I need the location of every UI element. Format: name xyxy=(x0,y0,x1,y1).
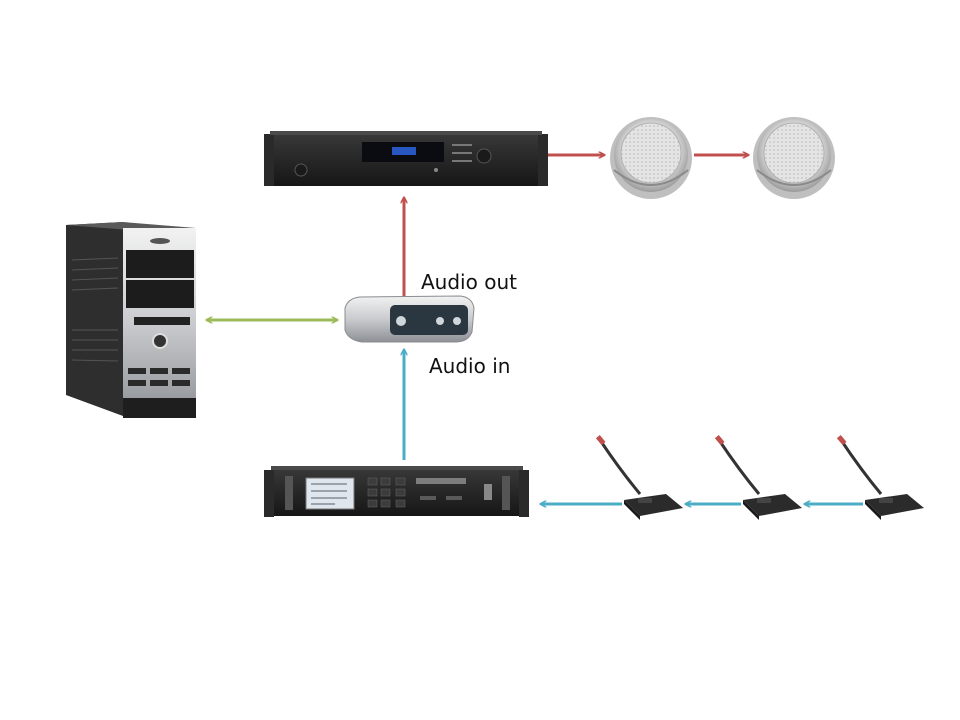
ceiling-speaker-1-icon xyxy=(610,117,692,199)
audio-out-label: Audio out xyxy=(421,270,517,294)
ceiling-speaker-2-icon xyxy=(753,117,835,199)
computer-tower-icon xyxy=(66,222,196,418)
audio-in-label: Audio in xyxy=(429,354,511,378)
power-amplifier-icon xyxy=(264,131,548,186)
audio-interface-icon xyxy=(344,295,475,343)
delegate-microphone-1-icon xyxy=(595,435,683,520)
delegate-microphone-3-icon xyxy=(836,435,924,520)
conference-controller-icon xyxy=(264,466,529,517)
delegate-microphone-2-icon xyxy=(714,435,802,520)
